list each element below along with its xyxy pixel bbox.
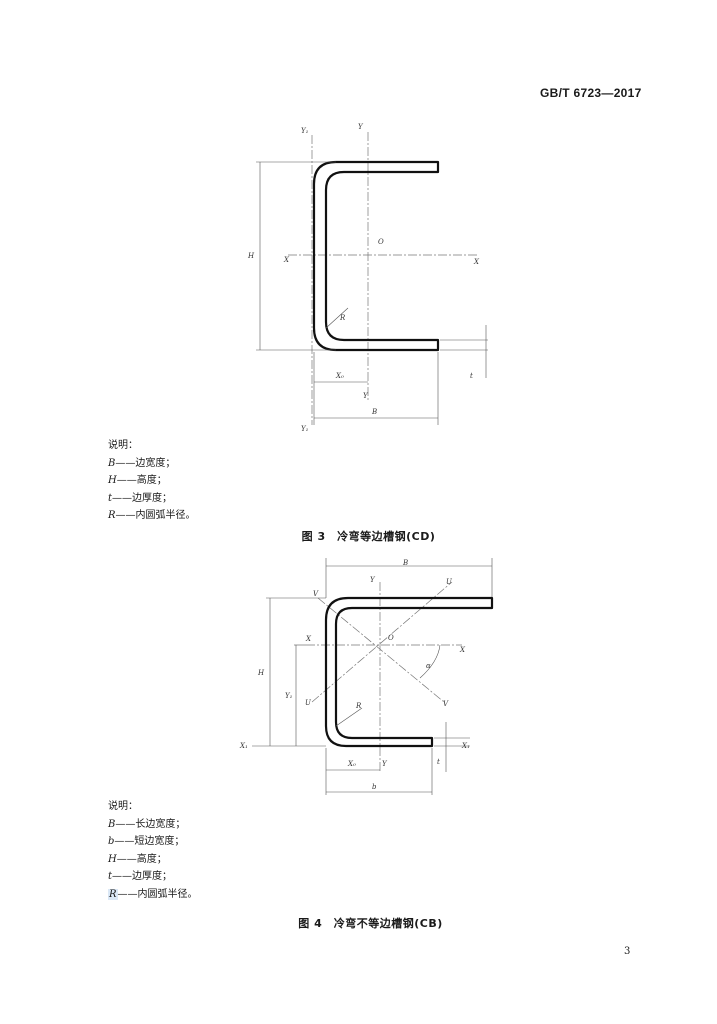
legend-item: R——内圆弧半径。 <box>108 507 196 525</box>
legend-symbol: t <box>108 871 113 882</box>
alpha-arc <box>419 644 441 679</box>
label-origin: O <box>378 238 384 246</box>
legend-symbol: t <box>108 492 113 504</box>
legend-item: B——长边宽度； <box>108 816 198 834</box>
label-alpha: α <box>426 662 431 670</box>
legend-symbol: H <box>108 475 117 486</box>
page-number: 3 <box>624 946 631 957</box>
label-radius: R <box>339 314 346 322</box>
label-y-top: Y <box>358 123 364 131</box>
legend-item: t——边厚度； <box>108 490 196 508</box>
label-height: H <box>257 669 265 677</box>
legend-text: ——长边宽度； <box>115 818 186 830</box>
legend-text: ——边宽度； <box>115 457 176 469</box>
legend-text: ——高度； <box>116 475 167 486</box>
label-y1: Y₁ <box>285 692 293 700</box>
label-y-bottom: Y <box>382 760 388 768</box>
figure-3-diagram: Y₁ Y O X X H R t X₀ Y B Y₁ <box>0 108 717 438</box>
label-width: B <box>371 408 377 416</box>
legend-symbol: b <box>108 836 115 847</box>
legend-text: ——内圆弧半径。 <box>117 888 198 900</box>
label-thickness: t <box>470 372 473 380</box>
channel-profile <box>312 160 440 352</box>
legend-text: ——内圆弧半径。 <box>115 510 196 521</box>
label-v-bottom: V <box>443 700 449 708</box>
legend-item: R——内圆弧半径。 <box>108 886 198 904</box>
legend-symbol: B <box>108 818 116 830</box>
label-x-left: X <box>305 635 312 643</box>
label-y-bottom: Y <box>363 392 369 400</box>
figure-3-legend: 说明： B——边宽度； H——高度； t——边厚度； R——内圆弧半径。 <box>108 437 196 525</box>
label-origin: O <box>388 634 394 642</box>
label-thickness: t <box>437 758 440 766</box>
label-radius: R <box>355 702 362 710</box>
figure-4-legend: 说明： B——长边宽度； b——短边宽度； H——高度； t——边厚度； R——… <box>108 798 198 903</box>
legend-item: H——高度； <box>108 851 198 869</box>
figure-4-caption: 图 4 冷弯不等边槽钢(CB) <box>298 917 443 930</box>
legend-text: ——边厚度； <box>112 871 173 882</box>
label-x-right: X <box>459 646 466 654</box>
legend-item: t——边厚度； <box>108 868 198 886</box>
legend-heading: 说明： <box>108 801 138 812</box>
figure-4-diagram: B V Y U X O X α H Y₁ U V R X₁ X₁ t X₀ Y … <box>0 555 717 805</box>
figure-4-svg: B V Y U X O X α H Y₁ U V R X₁ X₁ t X₀ Y … <box>239 558 494 795</box>
label-x0: X₀ <box>335 372 344 380</box>
legend-text: ——短边宽度； <box>114 836 185 847</box>
label-x1-right: X₁ <box>461 742 470 750</box>
r-leader-line <box>325 307 349 329</box>
legend-heading: 说明： <box>108 440 138 451</box>
legend-symbol: R <box>108 888 118 900</box>
channel-profile <box>324 596 494 748</box>
label-height: H <box>247 252 255 260</box>
legend-item: B——边宽度； <box>108 455 196 473</box>
label-x-left: X <box>283 256 290 264</box>
figure-3-caption: 图 3 冷弯等边槽钢(CD) <box>301 530 436 543</box>
label-y-top: Y <box>370 576 376 584</box>
v-axis-line <box>317 597 445 703</box>
label-x0: X₀ <box>347 760 356 768</box>
legend-symbol: B <box>108 457 116 469</box>
label-u-bottom: U <box>305 699 312 707</box>
legend-text: ——高度； <box>116 853 167 865</box>
label-u-top: U <box>446 578 453 586</box>
r-leader-line <box>335 707 363 727</box>
legend-symbol: R <box>108 510 116 521</box>
legend-item: b——短边宽度； <box>108 833 198 851</box>
label-y1-top: Y₁ <box>301 127 309 135</box>
figure-3-svg: Y₁ Y O X X H R t X₀ Y B Y₁ <box>247 123 488 433</box>
legend-item: H——高度； <box>108 472 196 490</box>
label-v-top: V <box>313 590 319 598</box>
label-width-top: B <box>402 559 408 567</box>
label-x1-left: X₁ <box>239 742 248 750</box>
legend-text: ——边厚度； <box>112 492 173 504</box>
standard-code: GB/T 6723—2017 <box>540 86 642 100</box>
label-x-right: X <box>473 258 480 266</box>
label-y1-bottom: Y₁ <box>301 425 309 433</box>
u-axis-line <box>311 581 453 703</box>
label-width-bottom: b <box>372 783 377 791</box>
legend-symbol: H <box>108 853 117 865</box>
